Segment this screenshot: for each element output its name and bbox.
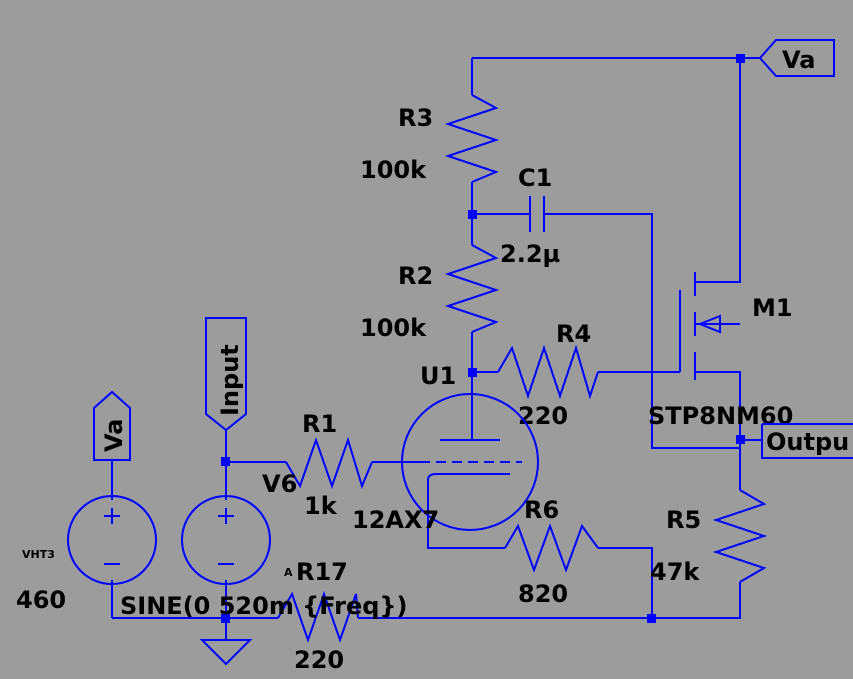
- resistor-r5[interactable]: R5 47k: [650, 489, 768, 586]
- r2-name: R2: [398, 262, 433, 290]
- r17-value: 220: [294, 646, 344, 674]
- c1-name: C1: [518, 164, 552, 192]
- u1-name: U1: [420, 362, 456, 390]
- mosfet-m1[interactable]: M1 STP8NM60: [648, 272, 793, 430]
- resistor-r1[interactable]: R1 1k: [285, 410, 373, 520]
- input-label: Input: [216, 344, 244, 416]
- junctions: [221, 54, 745, 623]
- m1-name: M1: [752, 294, 793, 322]
- output-label: Outpu: [766, 428, 849, 456]
- u1-value: 12AX7: [352, 506, 439, 534]
- r4-value: 220: [518, 402, 568, 430]
- m1-value: STP8NM60: [648, 402, 793, 430]
- r6-value: 820: [518, 580, 568, 608]
- net-flag-input[interactable]: Input: [205, 317, 247, 432]
- triode-u1[interactable]: U1 12AX7: [352, 362, 539, 534]
- r3-value: 100k: [360, 156, 427, 184]
- r3-name: R3: [398, 104, 433, 132]
- net-flag-va-top[interactable]: Va: [758, 39, 835, 77]
- r17-name: R17: [296, 558, 348, 586]
- net-flag-va-left[interactable]: Va: [93, 390, 131, 461]
- wires: [111, 57, 762, 640]
- va-top-label: Va: [782, 46, 815, 74]
- resistor-r6[interactable]: R6 820: [504, 496, 599, 608]
- net-flag-output[interactable]: Outpu: [761, 423, 853, 459]
- resistor-r17[interactable]: R17 220: [277, 558, 359, 674]
- r4-name: R4: [556, 320, 591, 348]
- vht3-value: 460: [16, 586, 66, 614]
- ground-symbol: [199, 639, 253, 666]
- va-left-label: Va: [100, 419, 128, 452]
- r2-value: 100k: [360, 314, 427, 342]
- r6-name: R6: [524, 496, 559, 524]
- v6-name: V6: [262, 470, 297, 498]
- voltage-source-vht3[interactable]: VHT3 460: [16, 495, 157, 614]
- r5-value: 47k: [650, 558, 700, 586]
- resistor-r2[interactable]: R2 100k: [360, 244, 500, 342]
- r1-value: 1k: [304, 492, 338, 520]
- voltage-source-v6[interactable]: V6 SINE(0 520m {Freq}) A: [120, 470, 407, 620]
- r5-name: R5: [666, 506, 701, 534]
- r1-name: R1: [302, 410, 337, 438]
- capacitor-c1[interactable]: C1 2.2µ: [500, 164, 560, 268]
- resistor-r4[interactable]: R4 220: [497, 320, 599, 430]
- v6-value: SINE(0 520m {Freq}): [120, 592, 407, 620]
- ac-marker-fragment: A: [284, 566, 293, 579]
- resistor-r3[interactable]: R3 100k: [360, 94, 500, 184]
- vht3-name: VHT3: [22, 548, 55, 561]
- c1-value: 2.2µ: [500, 240, 560, 268]
